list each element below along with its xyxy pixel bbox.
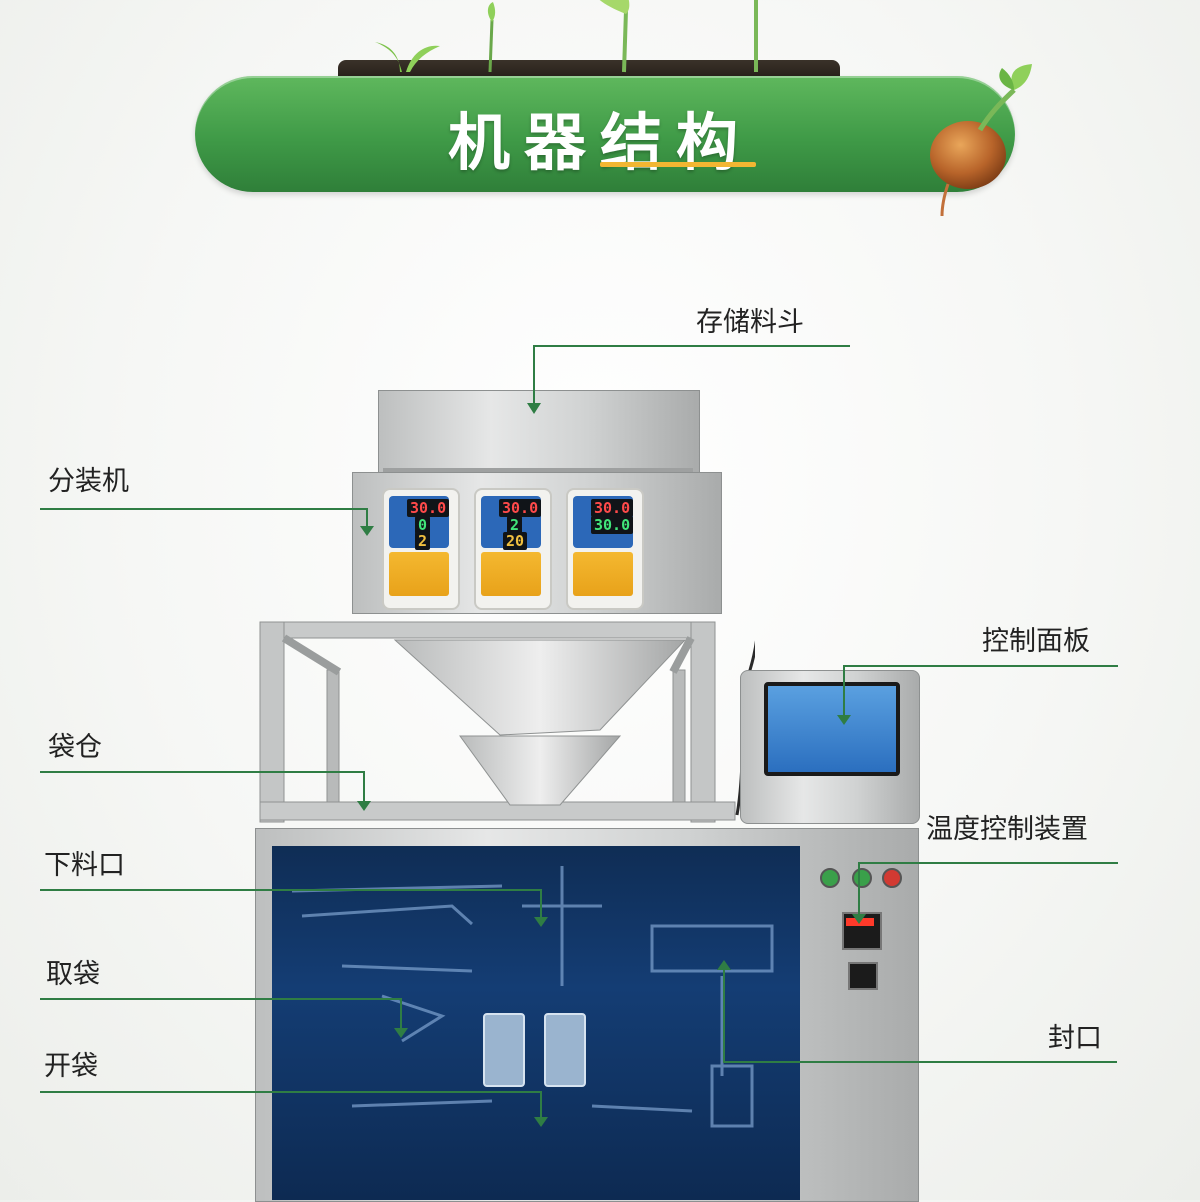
scale-panel-1: 30.0 0 2 — [382, 488, 460, 610]
scale-3-top-reading: 30.0 — [591, 499, 634, 517]
callout-hopper-drop — [533, 345, 535, 405]
scale-1-bottom-reading: 2 — [415, 532, 431, 550]
stop-button[interactable] — [882, 868, 902, 888]
callout-bag-bin-label: 袋仓 — [48, 732, 102, 763]
callout-control-panel-drop — [843, 665, 845, 717]
soil-strip — [338, 60, 840, 80]
callout-pick-bag-label: 取袋 — [46, 959, 100, 990]
title-banner — [195, 76, 1015, 192]
callout-temperature-drop — [858, 862, 860, 916]
callout-open-bag-line — [40, 1091, 542, 1093]
control-touch-screen[interactable] — [764, 682, 900, 776]
callout-pick-bag-line — [40, 998, 402, 1000]
scale-1-mid-reading: 0 — [415, 516, 431, 534]
callout-sealing-label: 封口 — [1048, 1023, 1102, 1054]
callout-temperature-line — [858, 862, 1118, 864]
callout-dispenser-label: 分装机 — [48, 466, 129, 497]
callout-bag-bin-drop — [363, 771, 365, 803]
callout-outlet-drop — [540, 889, 542, 919]
scale-panel-3: 30.0 30.0 — [566, 488, 644, 610]
scale-3-keypad[interactable] — [573, 552, 633, 596]
title-underline — [600, 162, 756, 167]
power-button[interactable] — [820, 868, 840, 888]
scale-2-display: 30.0 2 20 — [481, 496, 542, 550]
scale-2-top-reading: 30.0 — [499, 499, 542, 517]
frame-and-funnel — [259, 621, 755, 823]
packing-mechanism — [291, 866, 774, 1128]
sprouting-seed-icon — [930, 64, 1032, 217]
callout-hopper-line — [533, 345, 850, 347]
scale-3-display: 30.0 30.0 — [573, 496, 634, 548]
callout-outlet-line — [40, 889, 542, 891]
seedling-sprouts-icon — [375, 0, 758, 73]
scale-2-bottom-reading: 20 — [503, 532, 528, 550]
temperature-readout — [846, 918, 874, 926]
storage-hopper — [378, 390, 700, 474]
callout-dispenser-drop — [366, 508, 368, 528]
callout-dispenser-line — [40, 508, 368, 510]
callout-outlet-label: 下料口 — [44, 850, 125, 881]
scale-1-keypad[interactable] — [389, 552, 449, 596]
callout-open-bag-label: 开袋 — [44, 1051, 98, 1082]
scale-2-keypad[interactable] — [481, 552, 541, 596]
callout-temperature-label: 温度控制装置 — [926, 814, 1088, 845]
callout-hopper-label: 存储料斗 — [696, 307, 804, 338]
callout-open-bag-drop — [540, 1091, 542, 1119]
start-button[interactable] — [852, 868, 872, 888]
scale-3-mid-reading: 30.0 — [591, 516, 634, 534]
callout-control-panel-label: 控制面板 — [982, 626, 1090, 657]
callout-pick-bag-drop — [400, 998, 402, 1030]
scale-1-top-reading: 30.0 — [407, 499, 450, 517]
callout-control-panel-line — [843, 665, 1118, 667]
counter-display — [848, 962, 878, 990]
scale-2-mid-reading: 2 — [507, 516, 523, 534]
callout-sealing-line — [723, 1061, 1117, 1063]
scale-panel-2: 30.0 2 20 — [474, 488, 552, 610]
callout-bag-bin-line — [40, 771, 365, 773]
scale-1-display: 30.0 0 2 — [389, 496, 450, 550]
callout-sealing-rise — [723, 962, 725, 1062]
